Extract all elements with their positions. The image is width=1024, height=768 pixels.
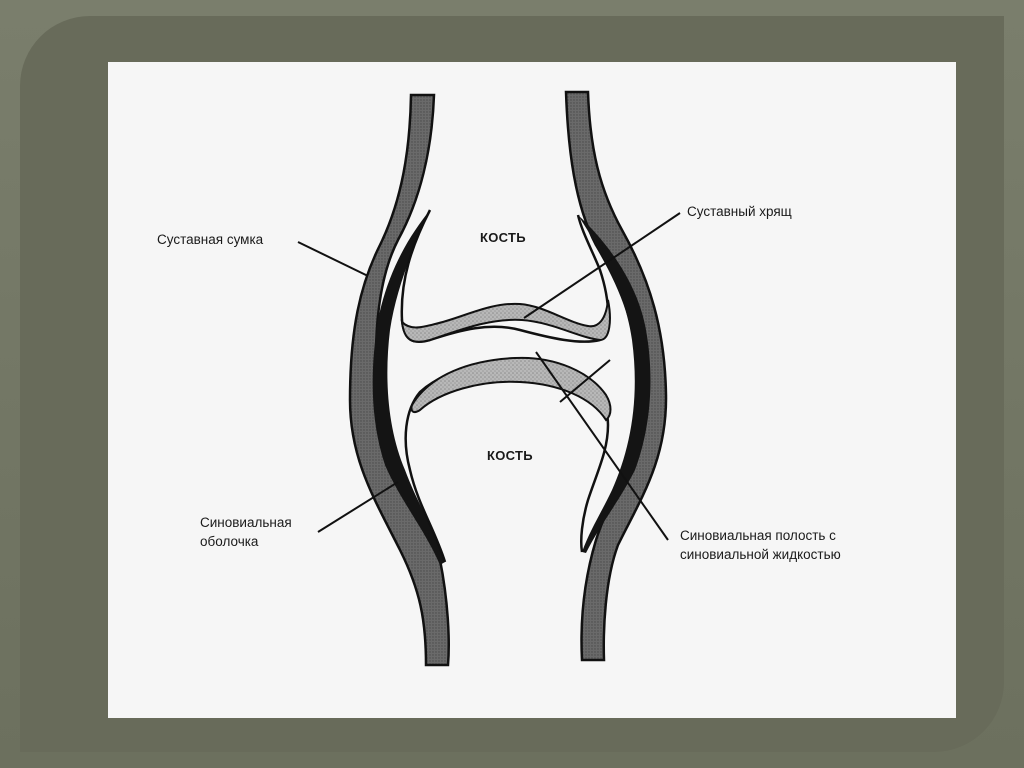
cartilage-lower: [410, 356, 612, 422]
label-cavity-1: Синовиальная полость с: [680, 528, 836, 543]
label-synovial-membrane-2: оболочка: [200, 534, 259, 549]
label-bone-top: КОСТЬ: [480, 230, 526, 245]
bone-upper-outline: [400, 209, 610, 344]
leader-synovial-membrane: [317, 481, 399, 533]
label-capsule: Суставная сумка: [157, 232, 264, 247]
cartilage-upper: [400, 299, 611, 343]
leader-cartilage: [523, 212, 681, 319]
label-cartilage: Суставный хрящ: [687, 204, 792, 219]
label-cavity-2: синовиальной жидкостью: [680, 547, 841, 562]
synovial-membrane-right: [578, 215, 651, 553]
synovial-membrane-left: [372, 210, 445, 565]
label-synovial-membrane-1: Синовиальная: [200, 515, 292, 530]
label-bone-bottom: КОСТЬ: [487, 448, 533, 463]
leader-capsule: [297, 241, 369, 277]
slide-canvas: [108, 62, 956, 718]
leader-cavity-2: [559, 359, 611, 403]
leader-cavity-1: [535, 351, 669, 541]
capsule-left: [348, 93, 450, 667]
